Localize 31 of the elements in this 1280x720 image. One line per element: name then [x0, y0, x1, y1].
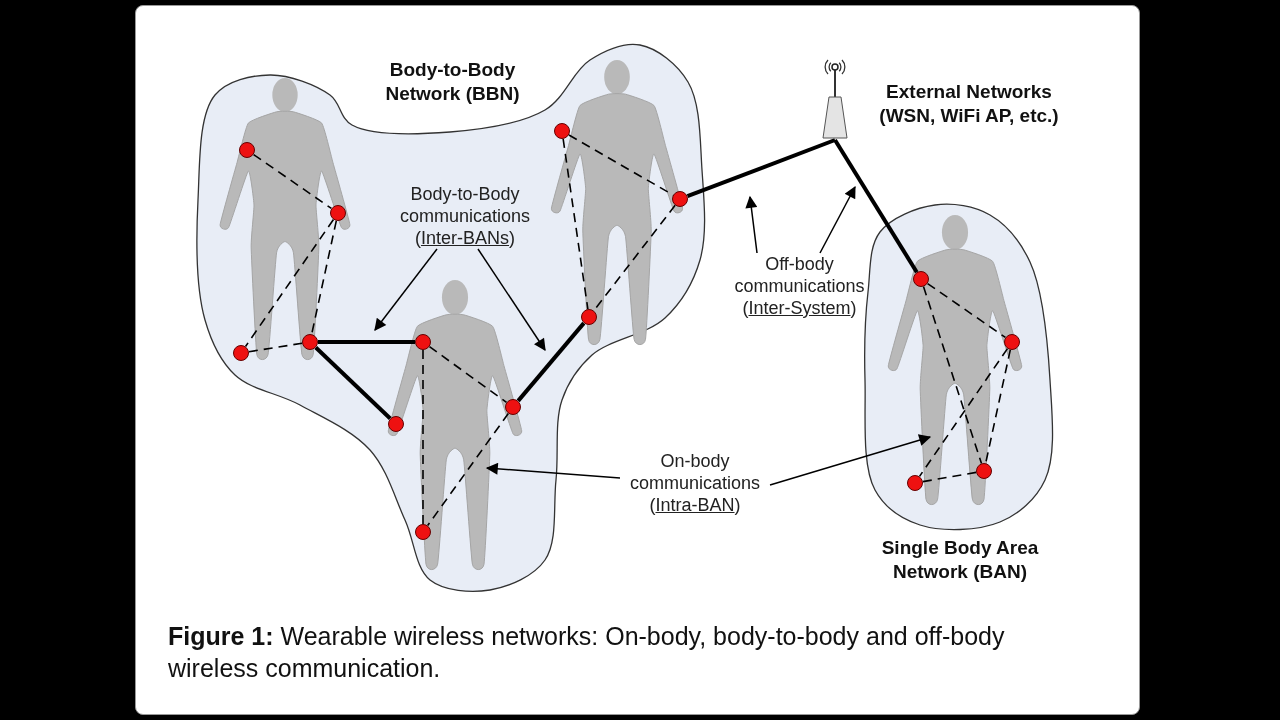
link-line [686, 138, 836, 198]
dashed-link [252, 153, 333, 210]
link-line [516, 321, 586, 403]
dashed-link [426, 412, 510, 527]
callout-text: On-body communications (Intra-BAN) [620, 450, 770, 516]
dashed-link [922, 285, 983, 465]
network-heading: Single Body Area Network (BAN) [880, 536, 1040, 584]
dashed-link [918, 347, 1009, 478]
dashed-link [428, 345, 508, 404]
dashed-link [922, 471, 977, 483]
callout-text: Body-to-Body communications (Inter-BANs) [375, 183, 555, 249]
dashed-link [926, 282, 1007, 339]
dashed-link [422, 349, 424, 525]
callout-text: Off-body communications (Inter-System) [717, 253, 882, 319]
dashed-link [248, 342, 303, 353]
link-line [833, 138, 919, 274]
link-line [318, 340, 415, 344]
figure-caption: Figure 1: Wearable wireless networks: On-body, body-to-body and off-body wireless communication. [168, 621, 1006, 684]
arrow [485, 462, 621, 479]
link-line [314, 346, 392, 420]
arrow [477, 248, 546, 351]
arrow [769, 434, 932, 486]
dashed-link [244, 218, 335, 348]
arrow [374, 248, 438, 331]
arrow [819, 185, 856, 254]
dashed-link [562, 138, 589, 310]
arrow [745, 195, 758, 254]
dashed-link [310, 220, 338, 335]
network-label: External Networks (WSN, WiFi AP, etc.) [878, 80, 1060, 128]
dashed-link [984, 349, 1012, 464]
network-heading: Body-to-Body Network (BBN) [384, 58, 521, 106]
